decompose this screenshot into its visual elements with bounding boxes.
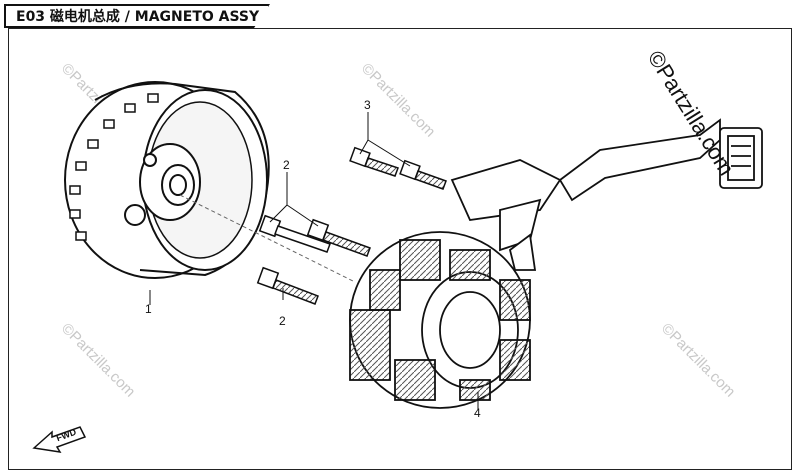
callout-4: 4 (474, 406, 481, 420)
mounting-bolts (256, 146, 447, 305)
wire-harness (450, 118, 763, 271)
stator-coil (349, 231, 531, 409)
callout-3: 3 (364, 98, 371, 112)
callout-2-lower: 2 (279, 314, 286, 328)
callout-2-upper: 2 (283, 158, 290, 172)
callout-1: 1 (145, 302, 152, 316)
diagram-frame (8, 28, 792, 470)
page-title: E03 磁电机总成 / MAGNETO ASSY (4, 4, 270, 28)
fwd-arrow-icon (32, 426, 87, 453)
flywheel-rotor (64, 81, 270, 279)
leader-lines (149, 112, 479, 410)
